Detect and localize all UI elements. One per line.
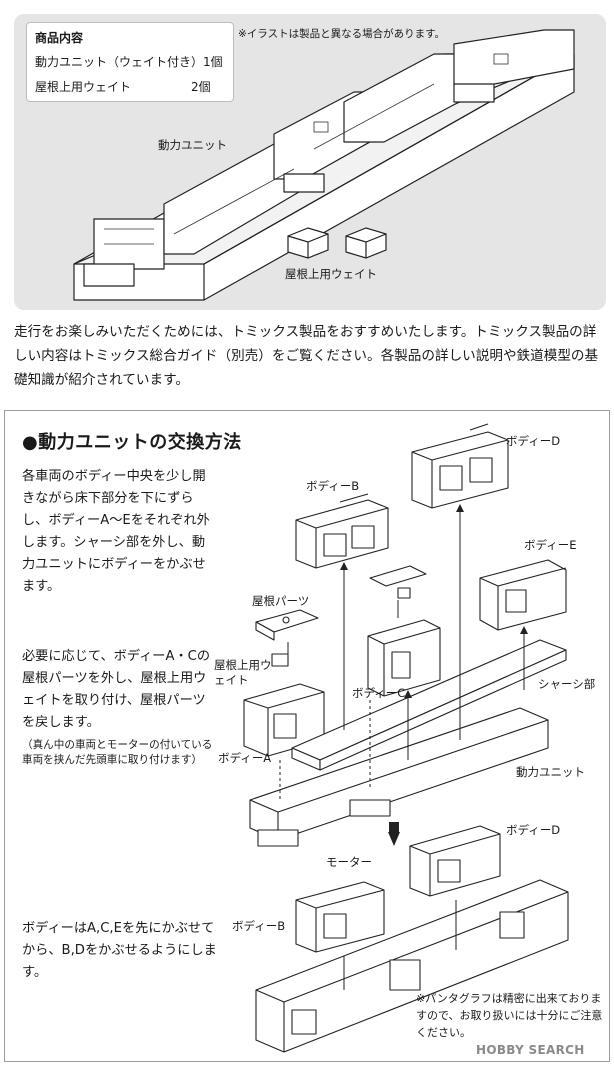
label-body-d: ボディーD	[506, 434, 561, 448]
watermark: HOBBY SEARCH	[476, 1043, 585, 1057]
label-power-unit-diagram: 動力ユニット	[516, 765, 585, 779]
roof-parts-c	[369, 565, 427, 599]
body-a	[243, 683, 325, 757]
label-body-b-lower: ボディーB	[232, 919, 286, 933]
assembled-train	[255, 879, 569, 1053]
contents-item-power-unit: 動力ユニット（ウェイト付き）1個	[35, 55, 223, 69]
body-b-bottom	[295, 881, 385, 953]
step-2-text: 必要に応じて、ボディーA・Cの屋根パーツを外し、屋根上用ウェイトを取り付け、屋根…	[22, 649, 211, 730]
power-unit-assembly	[249, 707, 549, 847]
intro-paragraph: 走行をお楽しみいただくためには、トミックス製品をおすすめいたします。トミックス製…	[14, 324, 599, 388]
label-chassis: シャーシ部	[538, 677, 596, 691]
body-c	[367, 619, 441, 697]
label-body-e: ボディーE	[524, 538, 577, 552]
contents-item-roof-weight-qty: 2個	[191, 80, 211, 94]
step-1-text: 各車両のボディー中央を少し開きながら床下部分を下にずらし、ボディーA〜Eをそれぞ…	[22, 469, 210, 594]
label-roof-parts: 屋根パーツ	[252, 594, 310, 608]
label-roof-weight-diagram: 屋根上用ウェイト	[214, 658, 272, 687]
label-body-b: ボディーB	[306, 479, 360, 493]
label-roof-weight: 屋根上用ウェイト	[285, 267, 377, 281]
body-b-top	[295, 493, 389, 569]
chassis	[291, 639, 567, 771]
body-e	[479, 559, 567, 631]
label-power-unit: 動力ユニット	[158, 138, 227, 152]
step-3-text: ボディーはA,C,Eを先にかぶせてから、B,Dをかぶせるようにします。	[22, 921, 217, 980]
body-d-top	[411, 423, 509, 509]
pantograph-note: ※パンタグラフは精密に出来ておりますので、お取り扱いには十分にご注意ください。	[416, 992, 603, 1039]
contents-title: 商品内容	[35, 31, 84, 45]
label-motor: モーター	[326, 855, 372, 869]
step-2-note: （真ん中の車両とモーターの付いている車両を挟んだ先頭車に取り付けます）	[22, 739, 213, 766]
power-unit-illustration	[73, 29, 575, 301]
instructions-frame	[4, 410, 610, 1062]
section-title: ●動力ユニットの交換方法	[22, 432, 242, 453]
label-body-c: ボディーC	[352, 686, 406, 700]
illustration-note: ※イラストは製品と異なる場合があります。	[238, 28, 446, 40]
label-body-a: ボディーA	[218, 751, 272, 765]
roof-weight-piece	[271, 653, 289, 667]
body-d-bottom	[409, 825, 501, 897]
contents-box: 商品内容 動力ユニット（ウェイト付き）1個 屋根上用ウェイト 2個	[26, 22, 234, 102]
label-body-d-lower: ボディーD	[506, 823, 561, 837]
roof-parts	[255, 609, 319, 641]
contents-item-roof-weight: 屋根上用ウェイト	[35, 80, 132, 94]
